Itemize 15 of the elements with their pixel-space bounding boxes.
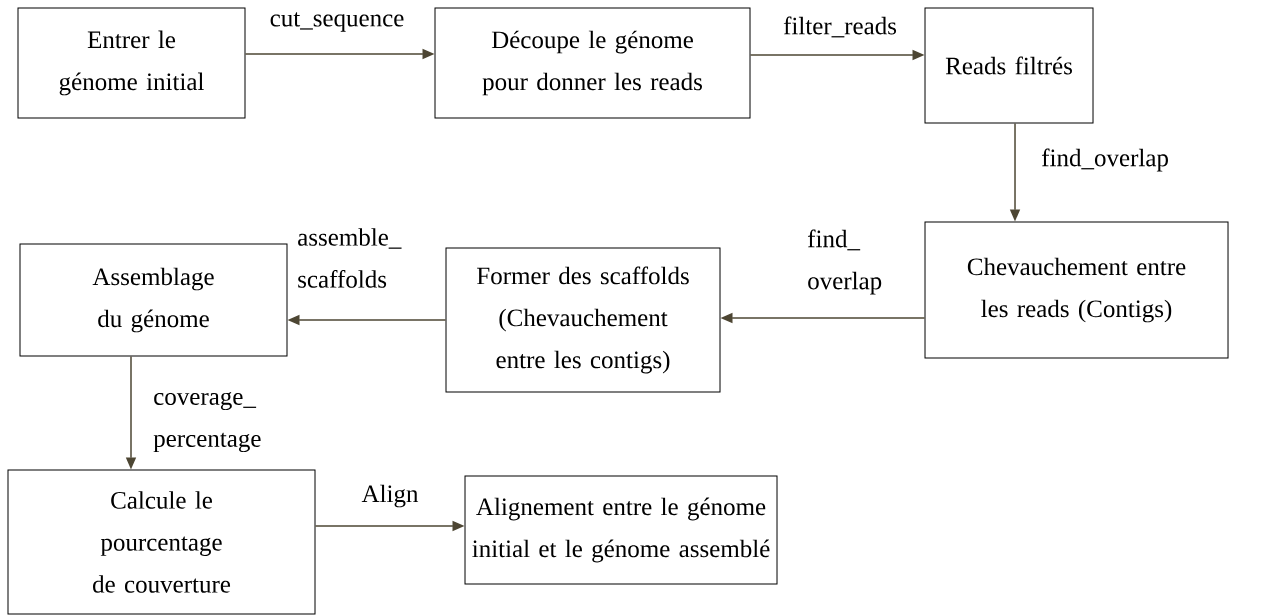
process-box: Entrer le génome initial <box>17 7 246 119</box>
process-box: Calcule le pourcentage de couverture <box>7 469 316 615</box>
edge-label: assemble_ scaffolds <box>298 228 402 288</box>
process-box: Découpe le génome pour donner les reads <box>434 7 751 119</box>
process-box: Assemblage du génome <box>19 243 288 357</box>
process-box: Reads filtrés <box>924 7 1094 124</box>
edge-label: Align <box>361 484 419 508</box>
edge-label: find_ overlap <box>808 229 882 295</box>
edge-label: cut_sequence <box>270 12 404 32</box>
process-box: Chevauchement entre les reads (Contigs) <box>924 221 1229 359</box>
process-box: Former des scaffolds (Chevauchement entre les contigs) <box>445 247 721 393</box>
edge-label: filter_reads <box>783 16 897 38</box>
process-box: Alignement entre le génome initial et le génome assemblé <box>464 475 778 585</box>
edge-label: find_overlap <box>1042 148 1168 172</box>
edge-label: coverage_ percentage <box>153 391 261 453</box>
